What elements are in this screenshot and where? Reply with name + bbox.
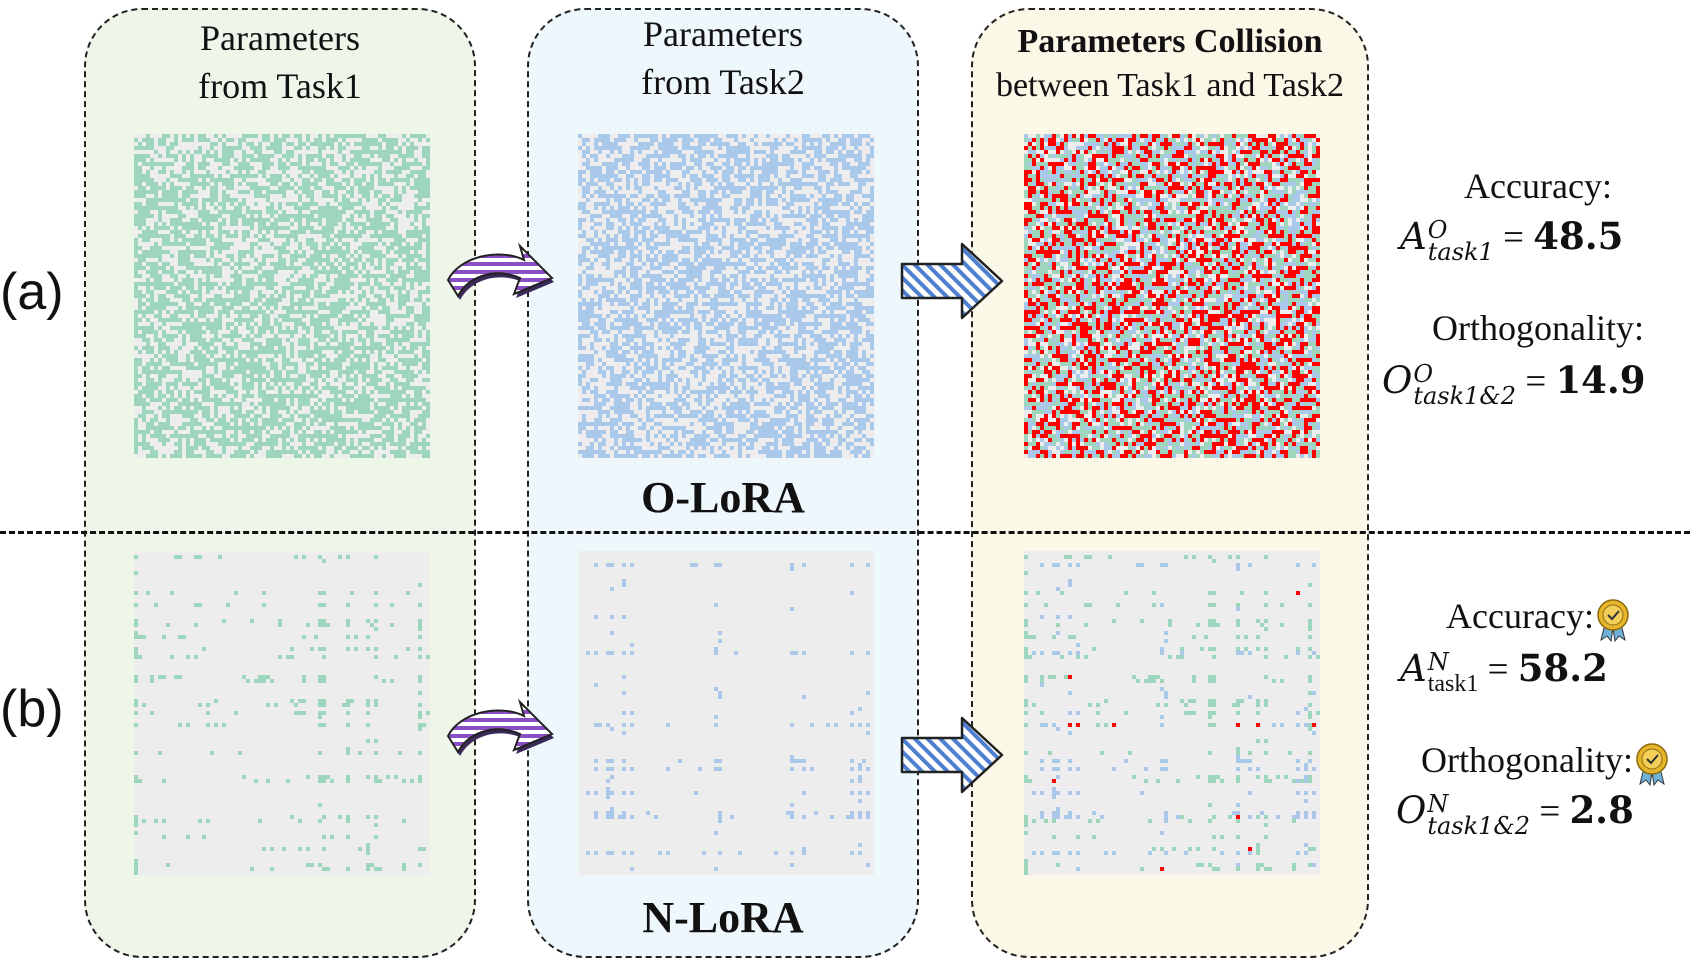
task2-dense-matrix — [578, 134, 874, 458]
collision-sparse-matrix — [1024, 551, 1320, 875]
task1-title: Parameters from Task1 — [198, 18, 362, 106]
row-label-b: (b) — [0, 680, 64, 738]
striped-right-arrow-icon — [900, 716, 1004, 794]
curved-arrow-icon — [446, 698, 554, 756]
accuracy-label-b: Accuracy: — [1388, 594, 1688, 642]
method-label-olora: O-LoRA — [641, 473, 805, 522]
task2-sparse-matrix — [578, 551, 874, 875]
orthogonality-label-a: Orthogonality: — [1432, 308, 1644, 348]
collision-title: Parameters Collision between Task1 and T… — [995, 23, 1345, 104]
row-label-a: (a) — [0, 263, 64, 321]
medal-icon — [1597, 598, 1629, 642]
striped-right-arrow-icon — [900, 242, 1004, 320]
task1-dense-matrix — [134, 134, 430, 458]
task2-title: Parameters from Task2 — [641, 14, 805, 102]
curved-arrow-icon — [446, 242, 554, 300]
accuracy-label-a: Accuracy: — [1464, 166, 1612, 206]
medal-icon — [1636, 742, 1668, 786]
method-label-nlora: N-LoRA — [642, 893, 804, 942]
row-divider — [0, 531, 1690, 534]
orthogonality-label-b: Orthogonality: — [1395, 738, 1690, 786]
collision-dense-matrix — [1024, 134, 1320, 458]
task1-sparse-matrix — [134, 551, 430, 875]
